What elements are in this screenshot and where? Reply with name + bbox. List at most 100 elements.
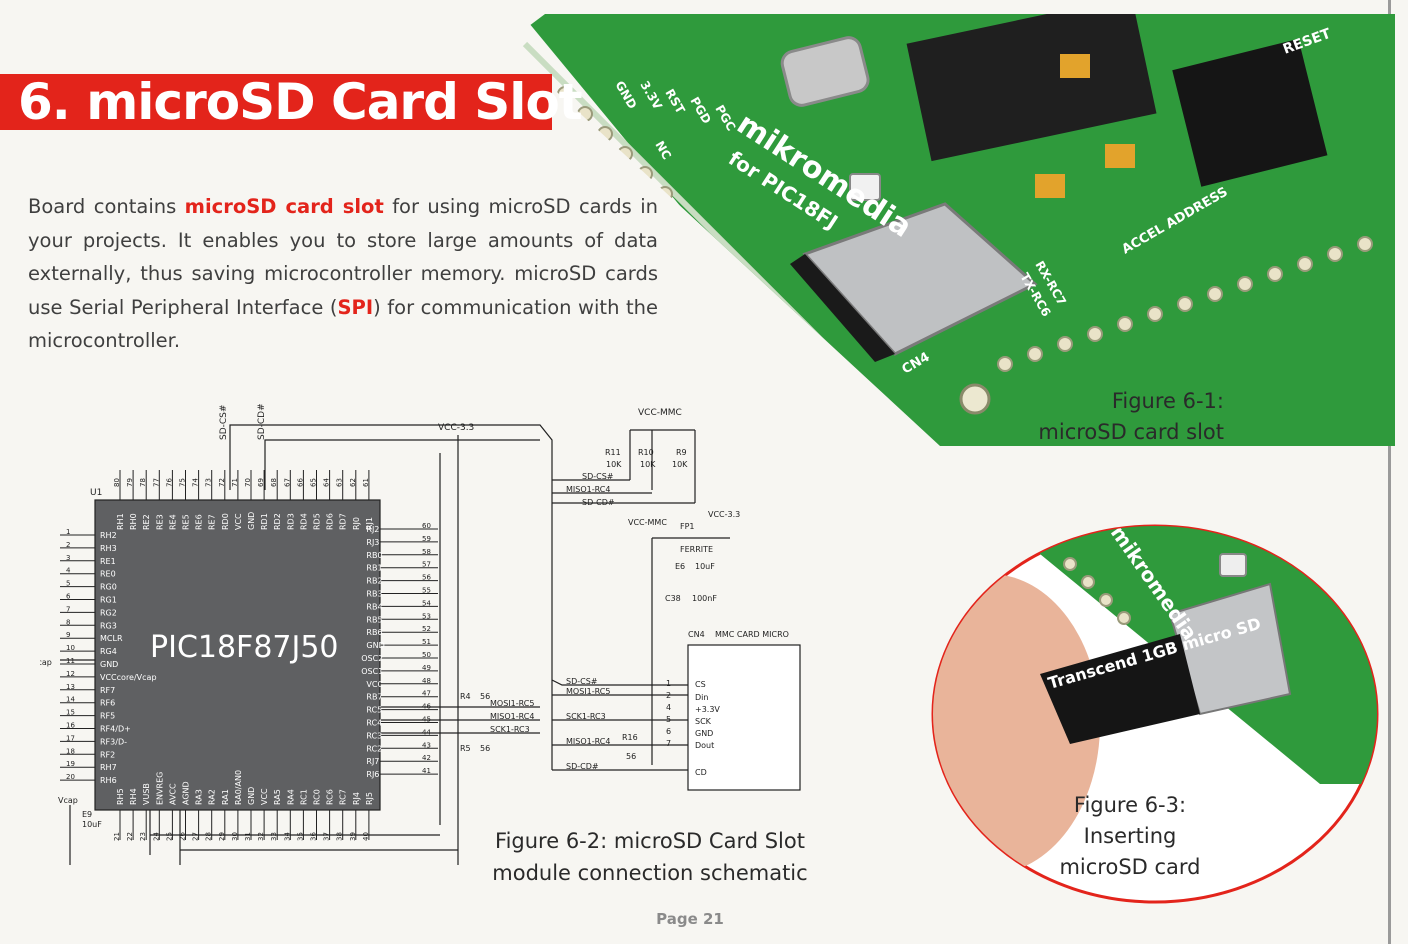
net-top-0: SD-CS# — [582, 472, 614, 481]
top-pin-name: RE4 — [168, 514, 177, 530]
left-pin-name: RF2 — [100, 750, 115, 759]
sd-cs-top-label: SD-CS# — [219, 405, 229, 440]
right-pin-number: 41 — [422, 767, 431, 775]
top-pin-name: RH0 — [129, 513, 138, 530]
r10-label: R10 — [638, 448, 654, 457]
top-pin-number: 69 — [257, 478, 265, 487]
figure-6-3-title: Figure 6-3: — [1073, 793, 1187, 817]
right-pin-number: 56 — [422, 574, 431, 582]
top-pin-name: VCC — [234, 513, 243, 530]
e6-value: 10uF — [695, 562, 715, 571]
card-num-6: 6 — [666, 727, 671, 736]
fp1-label: FP1 — [680, 522, 695, 531]
mmc-card-label: MMC CARD MICRO — [715, 630, 789, 639]
bottom-pin-name: RA4 — [286, 789, 295, 805]
net-top-2: SD-CD# — [582, 498, 615, 507]
vcap-label-2: Vcap — [58, 796, 78, 805]
cn4-label: CN4 — [688, 630, 705, 639]
net-right-4: SD-CD# — [566, 762, 599, 771]
card-num-2: 2 — [666, 691, 671, 700]
r10-value: 10K — [640, 460, 656, 469]
bottom-pin-name: RA3 — [195, 789, 204, 805]
bottom-pin-name: RC7 — [339, 789, 348, 805]
bottom-pin-name: RJ5 — [365, 792, 374, 805]
top-pin-number: 68 — [270, 478, 278, 487]
right-pin-name: RB2 — [366, 577, 382, 586]
left-pin-number: 16 — [66, 722, 75, 730]
left-pin-number: 18 — [66, 747, 75, 755]
bottom-pin-number: 27 — [192, 832, 200, 841]
top-pin-number: 65 — [310, 478, 318, 487]
left-pin-number: 13 — [66, 683, 75, 691]
right-pin-number: 52 — [422, 625, 431, 633]
left-pin-name: RH7 — [100, 763, 117, 772]
right-pin-name: GND — [366, 641, 384, 650]
right-pin-number: 43 — [422, 741, 431, 749]
bottom-pin-number: 30 — [231, 832, 239, 841]
right-pin-name: RC5 — [366, 706, 382, 715]
sd-cd-top-label: SD-CD# — [257, 403, 267, 440]
net-right-0: SD-CS# — [566, 677, 598, 686]
top-pin-number: 80 — [113, 478, 121, 487]
right-pin-number: 48 — [422, 677, 431, 685]
net-right-3: MISO1-RC4 — [566, 737, 610, 746]
top-pin-name: RE2 — [142, 514, 151, 530]
pin-labels: RH21RH32RE13RE04RG05RG16RG27RG38MCLR9RG4… — [60, 470, 438, 841]
top-pin-name: RJ1 — [365, 517, 374, 530]
left-pin-number: 9 — [66, 631, 70, 639]
card-num-1: 1 — [666, 679, 671, 688]
bottom-pin-number: 26 — [179, 832, 187, 841]
top-pin-name: RD1 — [260, 513, 269, 530]
bottom-pin-name: ENVREG — [155, 772, 164, 805]
bottom-pin-name: VUSB — [142, 783, 151, 805]
right-pin-name: RJ2 — [366, 525, 379, 534]
net-right-1: MOSI1-RC5 — [566, 687, 610, 696]
intro-paragraph: Board contains microSD card slot for usi… — [28, 190, 658, 358]
left-pin-name: RG2 — [100, 608, 117, 617]
ferrite-label: FERRITE — [680, 545, 713, 554]
bottom-pin-number: 28 — [205, 832, 213, 841]
bottom-pin-number: 23 — [139, 832, 147, 841]
right-pin-number: 46 — [422, 703, 431, 711]
left-pin-name: RF3/D- — [100, 737, 127, 746]
left-pin-name: RG0 — [100, 583, 117, 592]
top-pin-number: 72 — [218, 478, 226, 487]
bottom-pin-number: 24 — [152, 832, 160, 841]
c38-value: 100nF — [692, 594, 717, 603]
top-pin-number: 71 — [231, 478, 239, 487]
bottom-pin-number: 31 — [244, 832, 252, 841]
bottom-pin-number: 39 — [349, 832, 357, 841]
left-pin-number: 15 — [66, 709, 75, 717]
right-pin-number: 49 — [422, 664, 431, 672]
left-pin-name: RG3 — [100, 621, 117, 630]
card-pin-cs: CS — [695, 680, 706, 689]
bottom-pin-number: 25 — [165, 832, 173, 841]
intro-text-1: Board contains — [28, 195, 185, 218]
left-pin-number: 8 — [66, 618, 70, 626]
left-pin-name: RG1 — [100, 596, 117, 605]
right-pin-number: 55 — [422, 587, 431, 595]
top-pin-number: 62 — [349, 478, 357, 487]
section-title: 6. microSD Card Slot — [0, 73, 583, 131]
left-pin-name: GND — [100, 660, 118, 669]
top-pin-number: 63 — [336, 478, 344, 487]
r4-value: 56 — [480, 692, 490, 701]
left-pin-number: 5 — [66, 580, 70, 588]
r11-value: 10K — [606, 460, 622, 469]
intro-highlight-microsd: microSD card slot — [184, 195, 384, 218]
right-pin-number: 47 — [422, 690, 431, 698]
e9-label: E9 — [82, 810, 92, 819]
bottom-pin-name: RA0/AN0 — [234, 770, 243, 805]
bottom-pin-name: RA2 — [208, 789, 217, 805]
bottom-pin-name: RA1 — [221, 789, 230, 805]
vcc33-label-2: VCC-3.3 — [708, 510, 740, 519]
bottom-pin-name: RC1 — [299, 789, 308, 805]
right-pin-name: RB3 — [366, 590, 382, 599]
board-photo: mikromedia for PIC18FJ ACCEL ADDRESS RES… — [505, 14, 1395, 446]
figure-6-3-desc-1: Inserting — [1083, 824, 1177, 848]
figure-6-1-desc: microSD card slot — [1038, 420, 1224, 444]
top-pin-name: RD0 — [221, 513, 230, 530]
top-pin-number: 64 — [323, 478, 331, 487]
left-pin-name: RH6 — [100, 776, 117, 785]
bottom-pin-number: 35 — [296, 832, 304, 841]
